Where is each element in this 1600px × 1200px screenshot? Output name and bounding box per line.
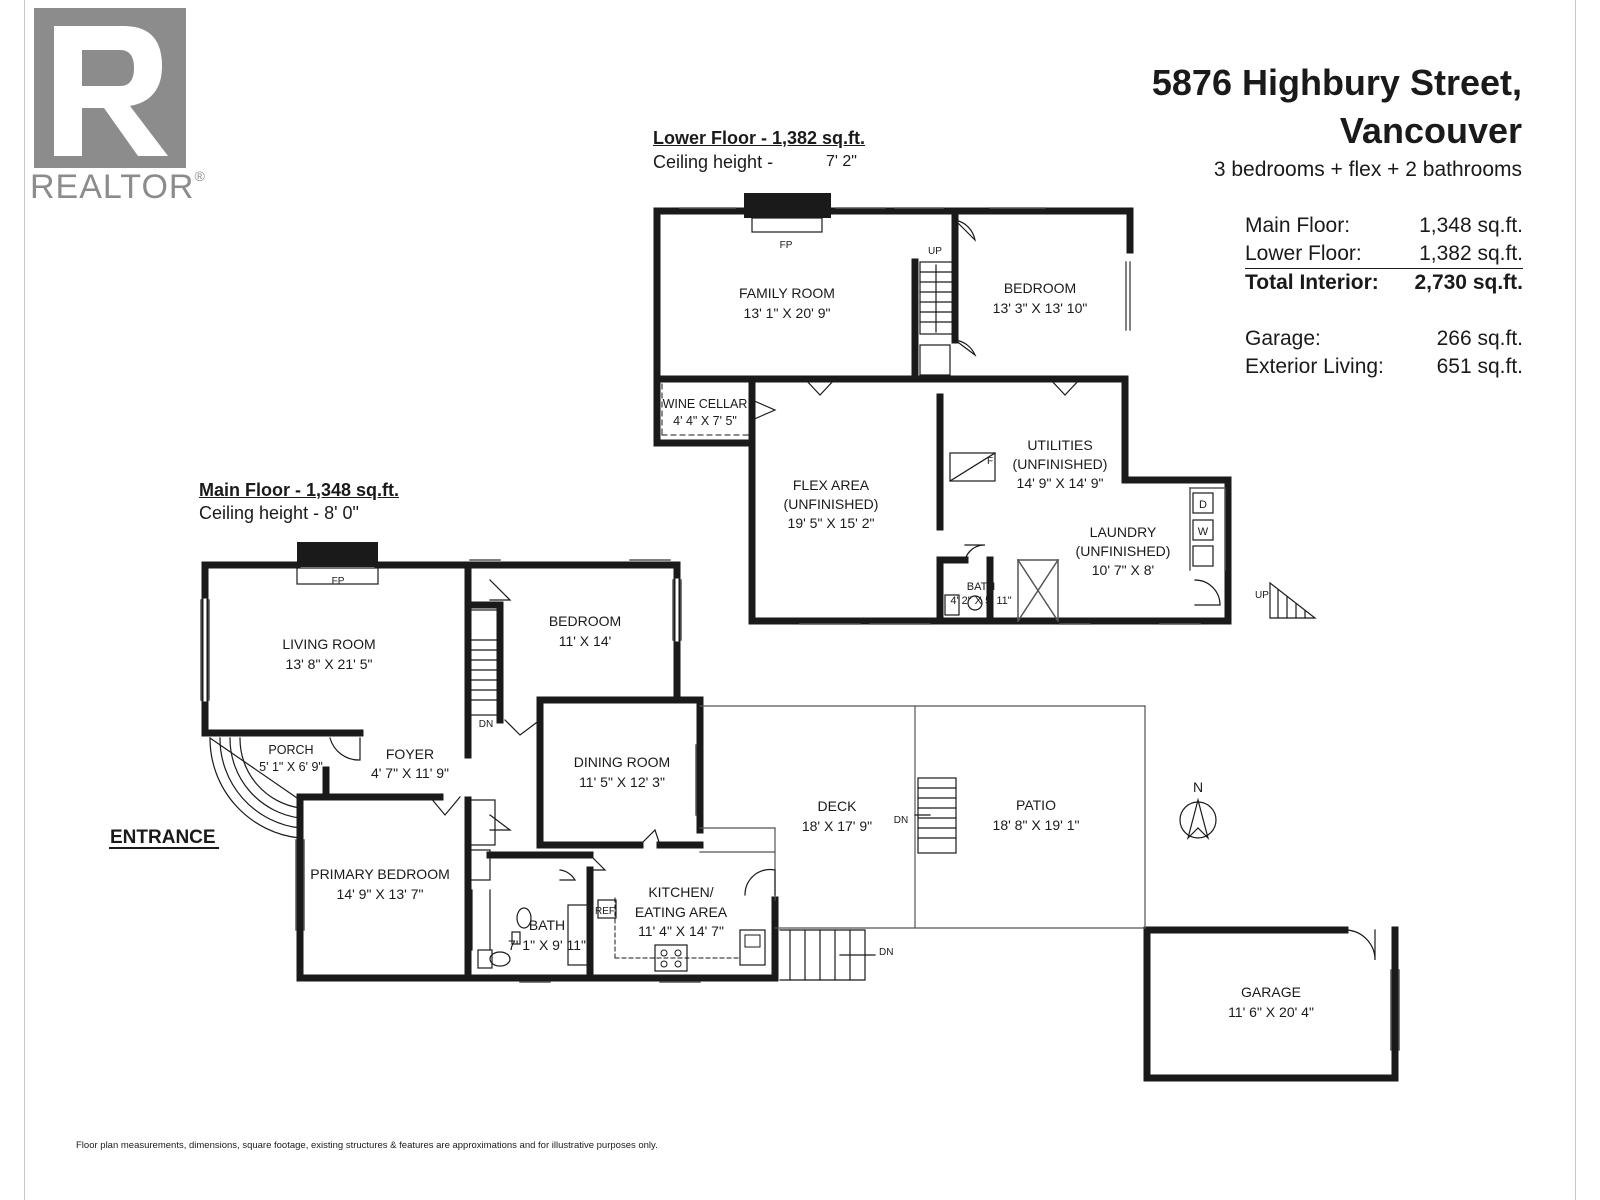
room-lower-bath-name: BATH xyxy=(967,581,996,593)
main-stair xyxy=(469,609,499,716)
room-porch-name: PORCH xyxy=(268,743,313,757)
garage-walls xyxy=(1143,926,1399,1082)
lower-floor-walls xyxy=(653,207,1232,625)
property-summary: 3 bedrooms + flex + 2 bathrooms xyxy=(1213,158,1522,181)
room-foyer-dims: 4' 7" X 11' 9" xyxy=(371,765,449,781)
lower-stair xyxy=(919,261,954,335)
realtor-logo: REALTOR® xyxy=(30,8,210,208)
lower-fp-label: FP xyxy=(780,240,793,251)
room-deck-dims: 18' X 17' 9" xyxy=(802,818,872,834)
room-main-bedroom-dims: 11' X 14' xyxy=(559,633,612,649)
lower-floor-ceiling-label: Ceiling height - xyxy=(653,152,774,172)
ref-label: REF xyxy=(595,906,615,917)
area-row-lower: Lower Floor:1,382 sq.ft. xyxy=(1245,240,1523,269)
room-flex-dims: 19' 5" X 15' 2" xyxy=(788,515,875,531)
room-family-room-dims: 13' 1" X 20' 9" xyxy=(744,305,831,321)
room-deck-name: DECK xyxy=(818,798,858,814)
room-main-bath-name: BATH xyxy=(529,917,565,933)
room-kitchen-dims: 11' 4" X 14' 7" xyxy=(638,923,724,939)
main-floor-title: Main Floor - 1,348 sq.ft. xyxy=(199,480,400,500)
room-lower-bath-dims: 4' 2" X 5' 11" xyxy=(950,595,1011,607)
room-main-bedroom-name: BEDROOM xyxy=(549,613,621,629)
rear-stair xyxy=(779,929,876,981)
disclaimer: Floor plan measurements, dimensions, squ… xyxy=(76,1140,658,1151)
lower-floor-ceiling-value: 7' 2" xyxy=(826,153,857,170)
main-dn-label: DN xyxy=(479,719,493,730)
room-lower-bedroom-name: BEDROOM xyxy=(1004,280,1076,296)
deck-dn-label: DN xyxy=(894,815,908,826)
exterior-up-label: UP xyxy=(1255,590,1269,601)
page-border-left xyxy=(24,0,25,1200)
room-dining-dims: 11' 5" X 12' 3" xyxy=(579,774,665,790)
realtor-wordmark: REALTOR® xyxy=(30,168,206,206)
room-main-bath-dims: 7' 1" X 9' 11" xyxy=(508,937,586,953)
area-row-exterior: Exterior Living:651 sq.ft. xyxy=(1245,355,1523,378)
room-lower-bedroom-dims: 13' 3" X 13' 10" xyxy=(993,300,1088,316)
washer-label: W xyxy=(1198,526,1209,538)
area-summary-table: Main Floor:1,348 sq.ft. Lower Floor:1,38… xyxy=(1245,212,1523,381)
lower-floor-title: Lower Floor - 1,382 sq.ft. xyxy=(653,128,866,148)
main-floor-ceiling: Ceiling height - 8' 0" xyxy=(199,503,359,523)
room-laundry-name: LAUNDRY xyxy=(1090,524,1157,540)
main-doors xyxy=(329,579,1376,961)
room-garage-name: GARAGE xyxy=(1241,984,1301,1000)
lower-up-label: UP xyxy=(928,246,942,257)
area-row-main: Main Floor:1,348 sq.ft. xyxy=(1245,214,1523,237)
room-primary-bedroom-dims: 14' 9" X 13' 7" xyxy=(337,886,424,902)
room-laundry-dims: 10' 7" X 8' xyxy=(1092,562,1154,578)
room-family-room-name: FAMILY ROOM xyxy=(739,285,835,301)
room-utilities-sub: (UNFINISHED) xyxy=(1013,456,1108,472)
room-utilities-name: UTILITIES xyxy=(1027,437,1092,453)
entrance-label: ENTRANCE xyxy=(110,827,216,848)
realtor-r-icon xyxy=(34,8,186,168)
room-patio-dims: 18' 8" X 19' 1" xyxy=(993,817,1080,833)
deck-patio-outline xyxy=(699,705,1146,929)
area-row-total: Total Interior:2,730 sq.ft. xyxy=(1245,271,1523,294)
room-patio-name: PATIO xyxy=(1016,797,1056,813)
address-line-1: 5876 Highbury Street, xyxy=(1151,62,1522,103)
dryer-label: D xyxy=(1199,499,1207,511)
room-living-name: LIVING ROOM xyxy=(282,636,375,652)
room-wine-cellar-name: WINE CELLAR xyxy=(663,397,748,411)
room-foyer-name: FOYER xyxy=(386,746,434,762)
room-porch-dims: 5' 1" X 6' 9" xyxy=(259,760,323,774)
porch-steps xyxy=(209,737,301,839)
north-label: N xyxy=(1193,779,1203,795)
room-primary-bedroom-name: PRIMARY BEDROOM xyxy=(310,866,450,882)
room-kitchen-name-2: EATING AREA xyxy=(635,904,728,920)
main-fp-label: FP xyxy=(332,576,345,587)
area-row-garage: Garage:266 sq.ft. xyxy=(1245,327,1523,350)
furnace-label: F xyxy=(987,456,993,467)
room-wine-cellar-dims: 4' 4" X 7' 5" xyxy=(673,414,737,428)
room-kitchen-name-1: KITCHEN/ xyxy=(648,884,713,900)
rear-dn-label: DN xyxy=(879,947,893,958)
room-garage-dims: 11' 6" X 20' 4" xyxy=(1228,1004,1314,1020)
room-flex-name: FLEX AREA xyxy=(793,477,870,493)
lower-doors xyxy=(751,219,1221,606)
room-utilities-dims: 14' 9" X 14' 9" xyxy=(1017,475,1104,491)
deck-stair xyxy=(914,777,957,854)
address-city: Vancouver xyxy=(1339,110,1522,151)
room-living-dims: 13' 8" X 21' 5" xyxy=(286,656,373,672)
page-border-right xyxy=(1575,0,1576,1200)
room-dining-name: DINING ROOM xyxy=(574,754,670,770)
room-laundry-sub: (UNFINISHED) xyxy=(1076,543,1171,559)
room-flex-sub: (UNFINISHED) xyxy=(784,496,879,512)
north-arrow-icon xyxy=(1179,797,1217,840)
